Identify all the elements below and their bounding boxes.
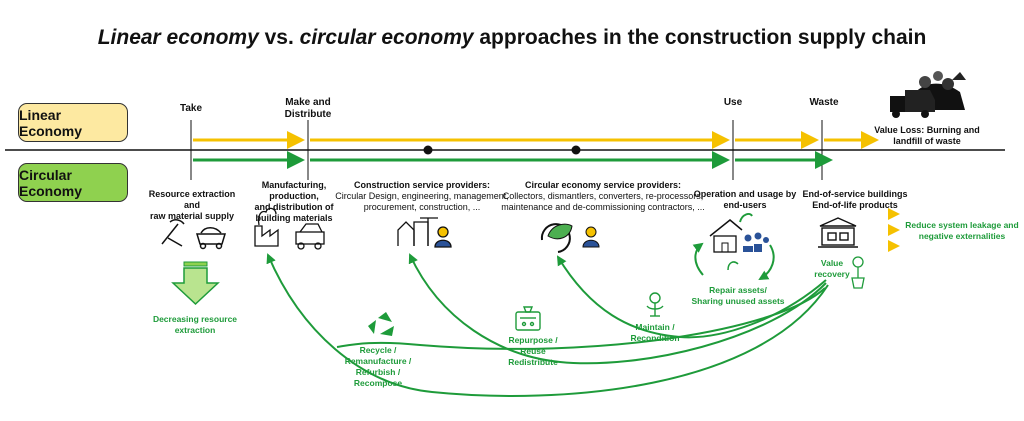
maintain-label: Maintain / Recondition [622,322,688,344]
reduce-line1: Reduce system leakage and [905,220,1019,230]
curve-repurpose [408,253,827,365]
construction-desc-line2: procurement, construction, ... [363,202,481,212]
repurpose-icon [515,306,541,331]
manufacturing-label: Manufacturing, production, and distribut… [236,180,352,224]
stage-make-line1: Make and [285,97,331,108]
value-recovery-line1: Value [820,258,844,268]
reduce-line2: negative externalities [918,231,1006,241]
timeline-dot [571,145,581,155]
title-circular: circular economy [299,26,474,49]
timeline-dot [423,145,433,155]
value-loss-line1: Value Loss: Burning and [874,125,980,135]
money-plant-icon [851,256,865,289]
repurpose-line3: Redistribute [508,357,558,367]
recycle-line3: Refurbish / [355,367,401,377]
maintain-line1: Maintain / [635,322,675,332]
building-disposal-icon [818,217,858,248]
value-loss-line2: landfill of waste [893,136,961,146]
repurpose-line2: Reuse [520,346,546,356]
repurpose-line1: Repurpose / [508,335,558,345]
construction-desc-line1: Circular Design, engineering, management… [335,191,509,201]
curve-repair-right [758,244,775,281]
resource-extraction-label: Resource extraction and raw material sup… [140,189,244,222]
end-of-service-line1: End-of-service buildings [802,189,908,199]
feedback-curves [266,242,829,397]
value-recovery-line2: recovery [814,269,850,279]
recycle-line2: Remanufacture / [344,356,412,366]
end-of-service-label: End-of-service buildings End-of-life pro… [795,189,915,211]
title-rest: approaches in the construction supply ch… [473,26,927,49]
down-arrow-icon [171,261,220,306]
maintain-line2: Recondition [630,333,680,343]
landfill-truck-icon [890,71,966,118]
curve-repair-left [692,242,704,276]
operation-label: Operation and usage by end-users [690,189,800,211]
repair-line2: Sharing unused assets [691,296,785,306]
circular-desc-line1: Collectors, dismantlers, converters, re-… [502,191,704,201]
circular-economy-label: Circular Economy [18,163,128,202]
repair-line1: Repair assets/ [709,285,767,295]
decreasing-extraction-label: Decreasing resource extraction [143,314,247,336]
manufacturing-line2: and distribution of [254,202,334,212]
curve-recycle [266,253,829,397]
decreasing-line2: extraction [174,325,216,335]
value-recovery-label: Value recovery [812,258,852,280]
house-people-icon [709,213,769,271]
reduce-leakage-label: Reduce system leakage and negative exter… [902,220,1022,242]
circular-economy-worker-icon [540,223,600,253]
resource-line2: raw material supply [149,211,235,221]
circular-desc-line2: maintenance and de-commissioning contrac… [501,202,705,212]
recycle-line1: Recycle / [359,345,397,355]
repurpose-label: Repurpose / Reuse Redistribute [498,335,568,368]
stage-take: Take [179,103,203,114]
diagram-title: Linear economy vs. circular economy appr… [0,26,1024,50]
construction-providers-label: Construction service providers: Circular… [334,180,510,213]
title-linear: Linear economy [97,26,259,49]
title-vs: vs. [258,26,300,49]
construction-title: Construction service providers: [353,180,491,190]
mining-icon [161,219,227,250]
stage-make: Make and Distribute [270,97,346,121]
construction-worker-icon [397,217,452,248]
value-loss-label: Value Loss: Burning and landfill of wast… [872,125,982,147]
end-of-service-line2: End-of-life products [812,200,898,210]
factory-icon [254,207,325,250]
manufacturing-line1: Manufacturing, production, [261,180,327,201]
maintain-icon [646,292,664,317]
circular-title: Circular economy service providers: [524,180,682,190]
stage-make-line2: Distribute [284,109,332,120]
resource-line1: Resource extraction and [148,189,236,210]
stage-waste: Waste [809,97,839,108]
leakage-arrows [888,208,900,252]
linear-economy-label: Linear Economy [18,103,128,142]
operation-line2: end-users [723,200,767,210]
stage-use: Use [723,97,743,108]
manufacturing-line3: building materials [255,213,333,223]
recycle-label: Recycle / Remanufacture / Refurbish / Re… [336,345,420,389]
curve-maintain [556,255,827,339]
repair-label: Repair assets/ Sharing unused assets [690,285,786,307]
operation-line1: Operation and usage by [693,189,797,199]
recycle-line4: Recompose [353,378,403,388]
circular-providers-label: Circular economy service providers: Coll… [498,180,708,213]
decreasing-line1: Decreasing resource [152,314,238,324]
recycle-icon [368,312,394,336]
